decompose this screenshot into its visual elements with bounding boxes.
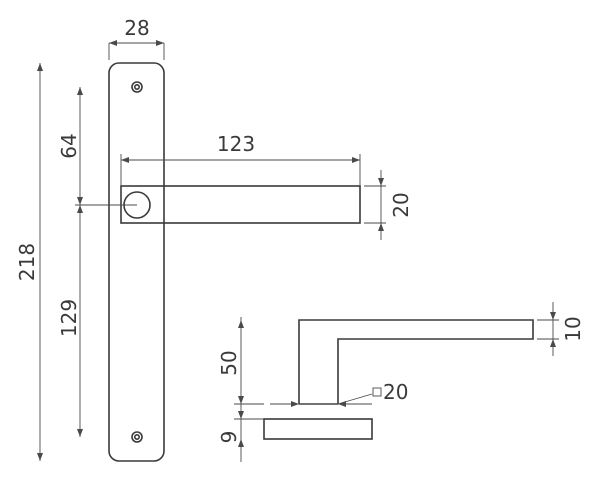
dim-lever-height: 20 [364, 170, 413, 240]
backplate [108, 62, 165, 462]
dim-lever-length: 123 [120, 132, 361, 186]
dim-label-rose-height: 50 [217, 350, 241, 375]
square-symbol [372, 387, 382, 397]
upper-screw-hole [131, 81, 143, 93]
dim-top-thickness: 10 [537, 302, 585, 356]
dim-label-base-thickness: 9 [217, 431, 241, 444]
dim-square-spindle: 20 [270, 380, 408, 407]
dim-label-lever-height: 20 [389, 192, 413, 217]
lower-screw-hole [131, 431, 143, 443]
lever-handle [120, 185, 361, 224]
dim-plate-width: 28 [108, 16, 165, 60]
dim-spindle-offsets: 64 129 [57, 87, 137, 437]
dim-label-top-thickness: 10 [561, 316, 585, 341]
dim-total-height: 218 [15, 63, 43, 461]
base-plate [263, 418, 373, 440]
dim-label-lower-offset: 129 [57, 299, 81, 337]
dim-side-heights: 50 9 [217, 317, 264, 462]
dim-label-lever-length: 123 [217, 132, 255, 156]
front-view [108, 62, 361, 462]
dim-label-square-spindle: 20 [383, 380, 408, 404]
lever-profile [298, 319, 534, 404]
dim-label-plate-width: 28 [124, 16, 149, 40]
dim-label-upper-offset: 64 [57, 133, 81, 158]
dim-label-total-height: 218 [15, 243, 39, 281]
